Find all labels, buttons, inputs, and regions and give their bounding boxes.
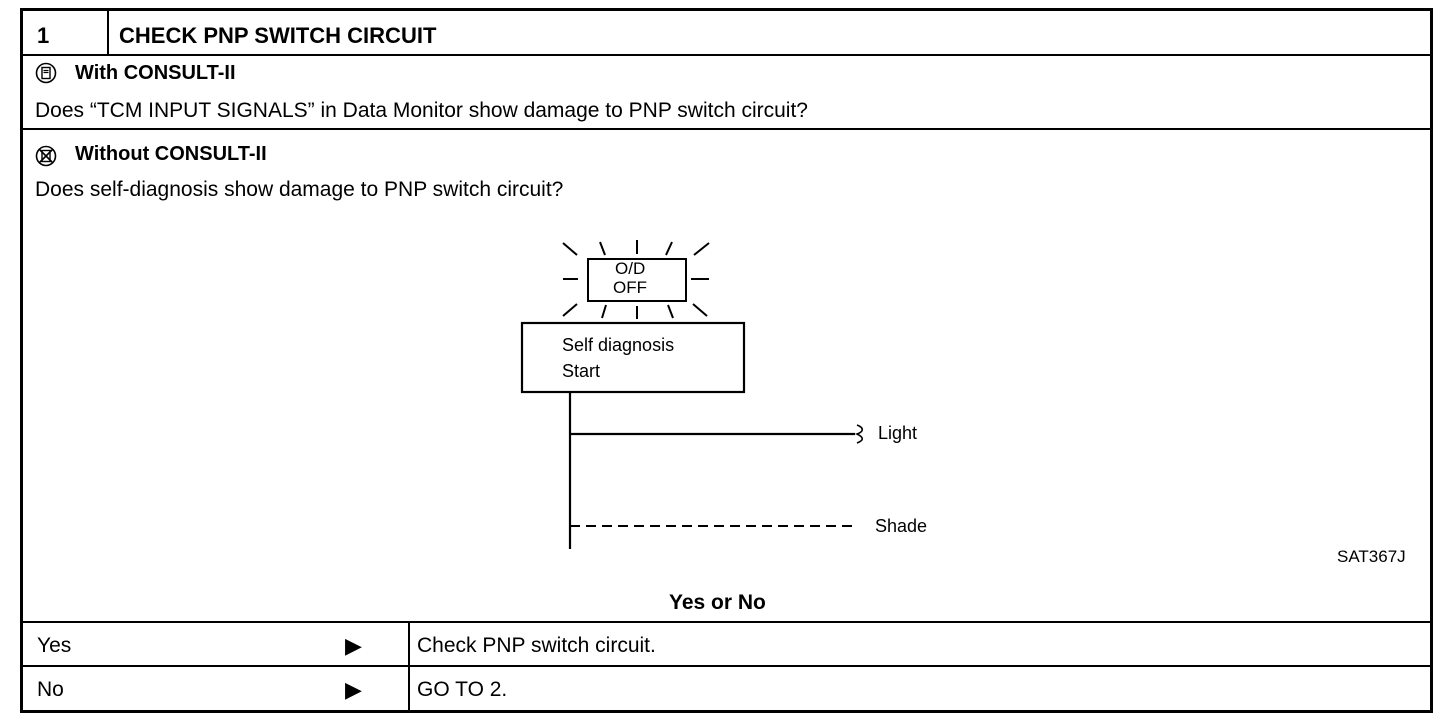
lamp-rays (562, 240, 710, 319)
figure-code: SAT367J (1337, 547, 1406, 566)
without-consult-question: Does self-diagnosis show damage to PNP s… (35, 178, 564, 201)
with-consult-question: Does “TCM INPUT SIGNALS” in Data Monitor… (35, 99, 808, 122)
light-break-mark (854, 424, 864, 444)
lamp-label-top: O/D (615, 259, 646, 278)
lamp-label-bottom: OFF (613, 278, 647, 297)
action-yes: Check PNP switch circuit. (417, 634, 656, 657)
result-heading: Yes or No (669, 591, 766, 614)
arrow-right-icon: ▶ (345, 677, 362, 702)
row-divider (23, 621, 1430, 623)
action-no: GO TO 2. (417, 678, 508, 701)
self-diagnosis-box (520, 321, 746, 394)
od-off-lamp (587, 258, 687, 302)
light-label: Light (878, 423, 918, 443)
answer-yes: Yes (37, 634, 72, 657)
header-divider (107, 11, 109, 54)
step-number: 1 (37, 23, 50, 48)
self-diagnosis-diagram (520, 240, 864, 549)
procedure-table: 1 CHECK PNP SWITCH CIRCUIT With CONSULT-… (20, 8, 1433, 713)
no-consult-tester-icon (35, 145, 57, 172)
step-title: CHECK PNP SWITCH CIRCUIT (119, 23, 437, 48)
result-column-divider (408, 621, 410, 713)
row-divider (23, 665, 1430, 667)
box-label-top: Self diagnosis (562, 335, 675, 355)
consult-tester-icon (35, 62, 57, 89)
with-consult-heading: With CONSULT-II (75, 62, 236, 84)
row-divider (23, 128, 1430, 130)
answer-no: No (37, 678, 64, 701)
box-label-bottom: Start (562, 361, 601, 381)
row-divider (23, 54, 1430, 56)
shade-label: Shade (875, 516, 928, 536)
without-consult-heading: Without CONSULT-II (75, 143, 267, 165)
arrow-right-icon: ▶ (345, 633, 362, 658)
